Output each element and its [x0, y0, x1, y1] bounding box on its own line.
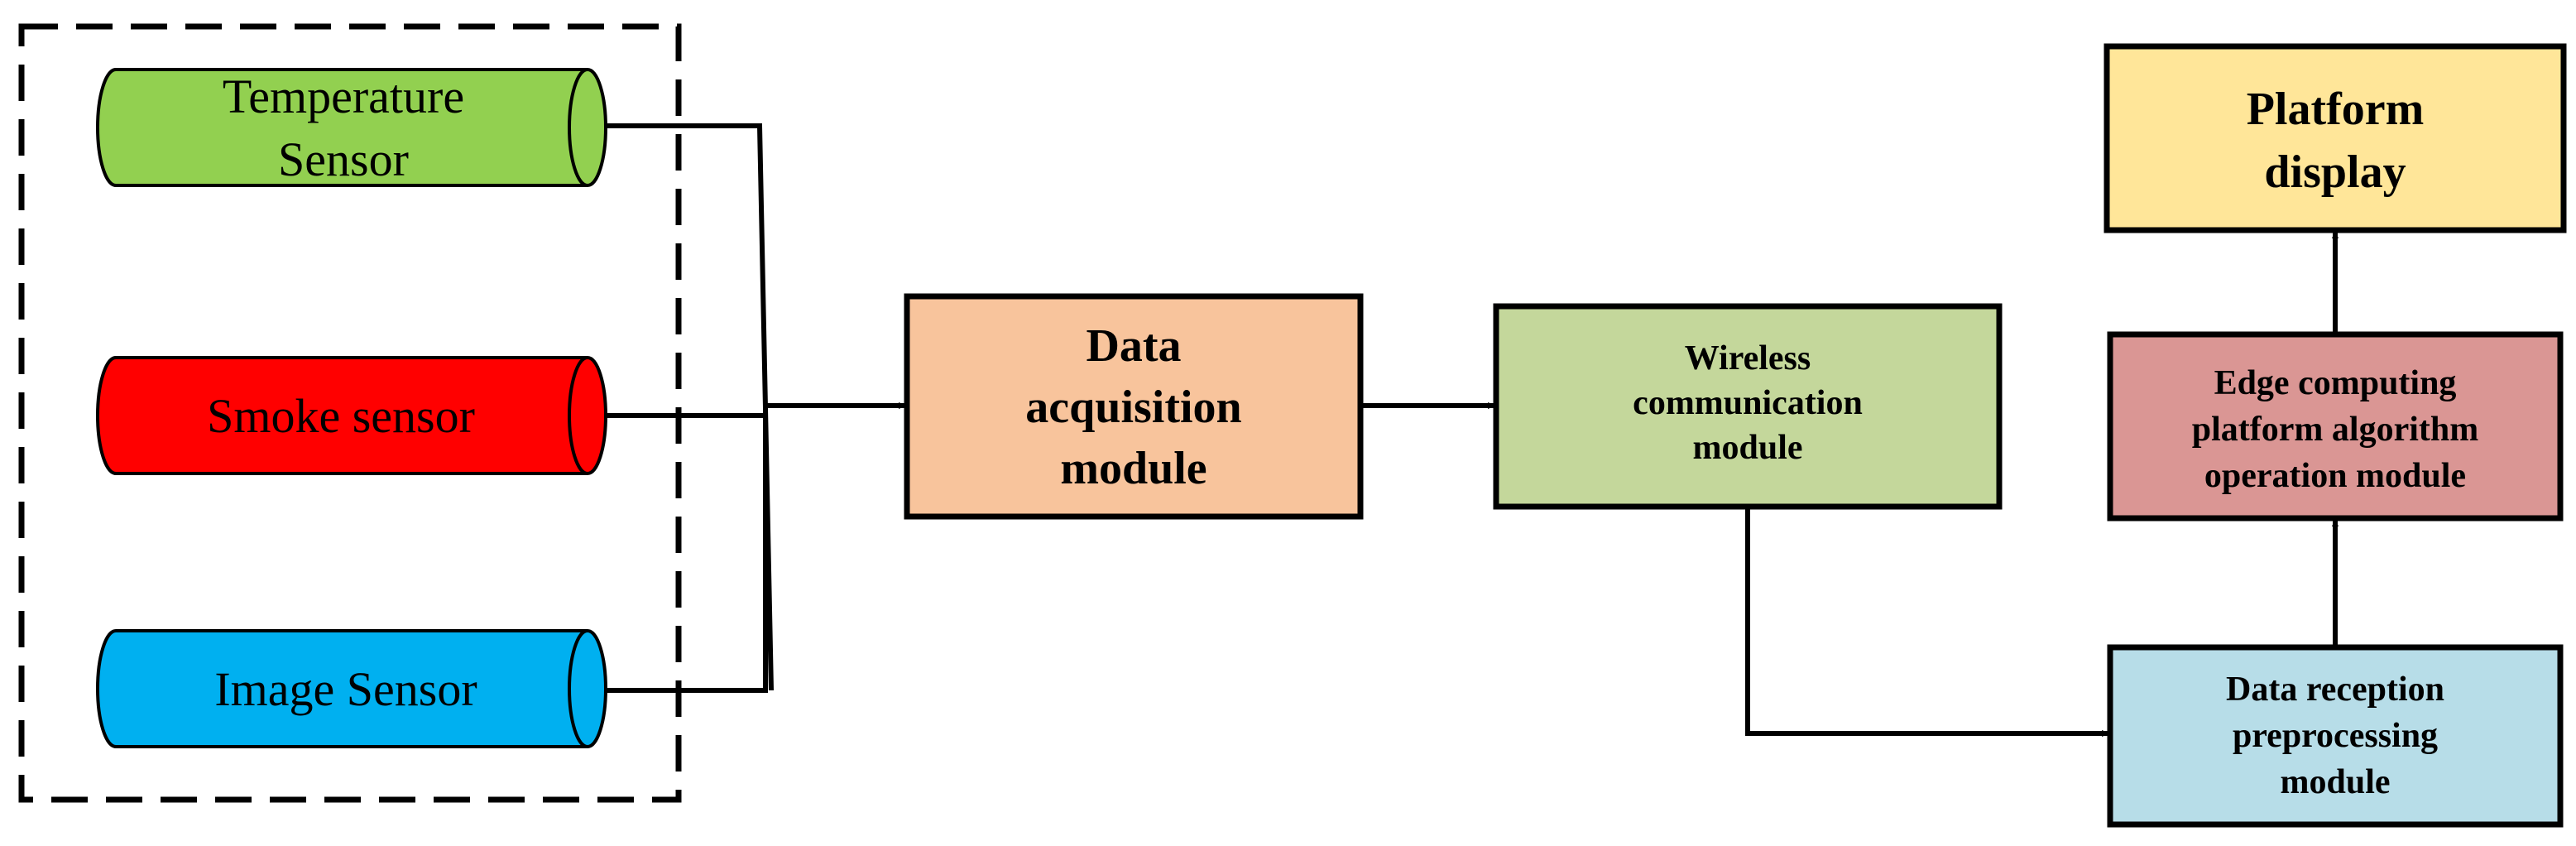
platform-label-line2: display [2264, 147, 2406, 198]
data-acquisition-box [904, 293, 1364, 520]
svg-text:Wireless: Wireless [1685, 339, 1811, 377]
svg-text:Sensor: Sensor [278, 132, 409, 186]
reception-label-line2: preprocessing [2233, 717, 2438, 755]
svg-text:preprocessing: preprocessing [2233, 717, 2438, 755]
svg-text:Platform: Platform [2247, 84, 2425, 135]
smoke-sensor-cap [568, 356, 588, 475]
data-acquisition-label-line2: acquisition [1025, 382, 1241, 433]
wireless-to-reception-arrow [1745, 507, 2110, 737]
temperature-sensor-label-line2: Sensor [278, 132, 409, 186]
temperature-sensor: Temperature Sensor [96, 68, 607, 187]
image-sensor: Image Sensor [96, 629, 607, 748]
temperature-sensor-label-line1: Temperature [223, 70, 464, 123]
wireless-label-line1: Wireless [1685, 339, 1811, 377]
svg-text:Edge computing: Edge computing [2214, 364, 2457, 402]
svg-text:communication: communication [1633, 384, 1863, 422]
platform-label-line1: Platform [2247, 84, 2425, 135]
edge-computing-box [2107, 331, 2564, 522]
temperature-sensor-cap [568, 68, 588, 187]
svg-text:operation module: operation module [2204, 457, 2466, 495]
image-sensor-line [606, 406, 768, 693]
wireless-label-line2: communication [1633, 384, 1863, 422]
image-sensor-cap [568, 629, 588, 748]
smoke-sensor-label: Smoke sensor [207, 389, 475, 443]
wireless-communication-module: Wireless communication module [1493, 303, 2003, 510]
temperature-sensor-line [606, 123, 774, 691]
platform-display-box [2103, 43, 2567, 233]
svg-text:module: module [1692, 429, 1802, 467]
svg-text:Data reception: Data reception [2226, 671, 2444, 709]
svg-text:platform algorithm: platform algorithm [2192, 411, 2478, 449]
edge-label-line2: platform algorithm [2192, 411, 2478, 449]
wireless-label-line3: module [1692, 429, 1802, 467]
data-acquisition-label-line1: Data [1086, 320, 1181, 372]
edge-label-line1: Edge computing [2214, 364, 2457, 402]
image-sensor-label: Image Sensor [214, 662, 477, 716]
svg-text:module: module [2280, 763, 2390, 801]
wireless-communication-box [1493, 303, 2003, 510]
data-acquisition-label-line3: module [1060, 443, 1206, 494]
data-acquisition-module: Data acquisition module [904, 293, 1364, 520]
sensor-connectors [606, 123, 907, 693]
reception-label-line3: module [2280, 763, 2390, 801]
svg-text:display: display [2264, 147, 2406, 198]
svg-text:Temperature: Temperature [223, 70, 464, 123]
platform-display-module: Platform display [2103, 43, 2567, 233]
edge-label-line3: operation module [2204, 457, 2466, 495]
smoke-sensor: Smoke sensor [96, 356, 607, 475]
svg-text:Data: Data [1086, 320, 1181, 372]
reception-label-line1: Data reception [2226, 671, 2444, 709]
svg-text:Smoke sensor: Smoke sensor [207, 389, 475, 443]
svg-text:Image Sensor: Image Sensor [214, 662, 477, 716]
data-reception-module: Data reception preprocessing module [2107, 644, 2564, 828]
svg-text:module: module [1060, 443, 1206, 494]
svg-text:acquisition: acquisition [1025, 382, 1241, 433]
edge-computing-module: Edge computing platform algorithm operat… [2107, 331, 2564, 522]
data-reception-box [2107, 644, 2564, 828]
